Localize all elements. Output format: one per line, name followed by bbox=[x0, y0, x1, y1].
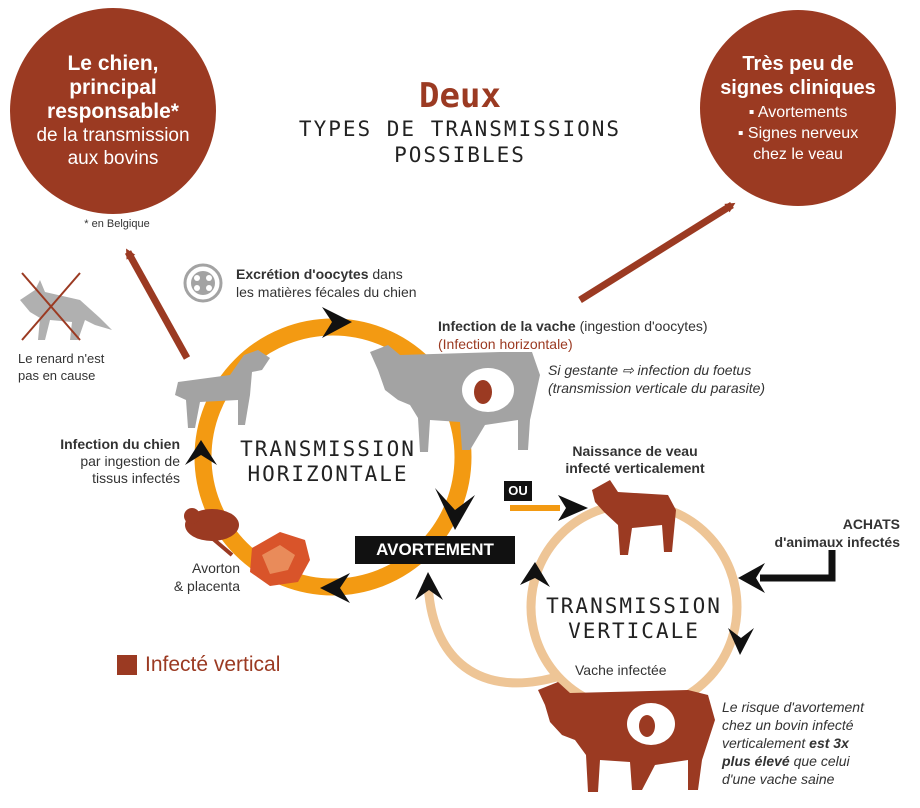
cow-infection-rest: (ingestion d'oocytes) bbox=[575, 318, 708, 334]
bubble-right-title1: Très peu de bbox=[742, 52, 854, 75]
risk-line3: verticalement est 3x bbox=[722, 734, 912, 752]
excretion-rest: dans bbox=[368, 266, 403, 282]
clinical-signs-bubble: Très peu de signes cliniques ▪ Avortemen… bbox=[700, 10, 896, 206]
placenta-icon bbox=[250, 532, 310, 586]
risk-line4a: plus élevé bbox=[722, 753, 790, 769]
fox-cross-2 bbox=[21, 272, 81, 341]
bubble-left-line4: de la transmission bbox=[36, 125, 190, 146]
vcycle-arrow-right bbox=[728, 628, 754, 655]
vcycle-arrow-avort bbox=[415, 572, 443, 600]
excretion-line2: les matières fécales du chien bbox=[236, 284, 417, 300]
risk-note: Le risque d'avortement chez un bovin inf… bbox=[722, 698, 912, 788]
cycle-arrow-right bbox=[435, 488, 475, 530]
achats-arrow-head bbox=[738, 563, 765, 593]
dog-infection-line3: tissus infectés bbox=[92, 470, 180, 486]
arrow-to-signs-bubble bbox=[578, 202, 736, 303]
vcycle-arrow-top bbox=[520, 562, 550, 587]
fox-note-2: pas en cause bbox=[18, 368, 96, 383]
avorton-line2: & placenta bbox=[173, 578, 240, 594]
belgique-note: * en Belgique bbox=[84, 218, 150, 230]
bubble-right-item2-text: Signes nerveux bbox=[747, 124, 859, 142]
risk-line1: Le risque d'avortement bbox=[722, 699, 864, 715]
fox-icon bbox=[20, 280, 112, 340]
cycle-arrow-top bbox=[322, 307, 352, 338]
calf-line2: infecté verticalement bbox=[565, 460, 705, 476]
legend-label: Infecté vertical bbox=[145, 653, 281, 676]
cow-infection-bold: Infection de la vache bbox=[438, 318, 576, 334]
calf-icon bbox=[592, 480, 676, 555]
ou-box: OU bbox=[504, 481, 532, 501]
cycle-arrow-left bbox=[185, 440, 217, 465]
oocyte-icon bbox=[183, 263, 223, 303]
gray-cow-icon bbox=[370, 345, 540, 452]
dog-icon bbox=[175, 350, 270, 428]
risk-line3b: est 3x bbox=[809, 735, 849, 751]
bubble-right-item1-text: Avortements bbox=[757, 103, 848, 121]
achats-line1: ACHATS bbox=[842, 516, 900, 532]
center-h-line1: TRANSMISSION bbox=[240, 437, 416, 461]
avortement-box: AVORTEMENT bbox=[355, 536, 515, 564]
dog-infection-line2: par ingestion de bbox=[80, 453, 180, 469]
title-deux: Deux bbox=[419, 76, 501, 116]
dog-responsible-bubble: Le chien, principal responsable* de la t… bbox=[10, 8, 216, 214]
cycle-arrow-bottom bbox=[320, 573, 350, 603]
bubble-left-line5: aux bovins bbox=[67, 148, 159, 169]
rust-cow-icon bbox=[538, 682, 715, 792]
risk-line4b: que celui bbox=[789, 753, 850, 769]
center-h-line2: HORIZONTALE bbox=[247, 462, 409, 486]
calf-line1: Naissance de veau bbox=[572, 443, 698, 459]
dog-infection-bold: Infection du chien bbox=[60, 436, 180, 452]
bubble-right-title2: signes cliniques bbox=[720, 76, 876, 99]
bubble-right-item2b: chez le veau bbox=[753, 145, 843, 163]
risk-line3a: verticalement bbox=[722, 735, 810, 751]
fox-note-1: Le renard n'est bbox=[18, 351, 105, 366]
legend-swatch bbox=[117, 655, 137, 675]
vache-infectee-label: Vache infectée bbox=[575, 662, 667, 678]
bubble-right-item1: ▪ Avortements bbox=[748, 103, 848, 121]
vertical-to-avortement-arc bbox=[423, 579, 562, 688]
bubble-left-line1: Le chien, bbox=[67, 52, 159, 75]
title-line2: TYPES DE TRANSMISSIONS bbox=[298, 117, 622, 141]
excretion-label: Excrétion d'oocytes dans bbox=[236, 266, 403, 283]
gestante-line1: Si gestante ⇨ infection du foetus bbox=[548, 362, 752, 378]
bubble-left-line2: principal bbox=[69, 76, 157, 99]
arrow-to-dog-bubble bbox=[124, 248, 191, 360]
risk-line5: d'une vache saine bbox=[722, 771, 835, 787]
excretion-bold: Excrétion d'oocytes bbox=[236, 266, 369, 282]
title-line3: POSSIBLES bbox=[394, 143, 526, 167]
cow-infection-label: Infection de la vache (ingestion d'oocyt… bbox=[438, 318, 708, 335]
bubble-right-item2: ▪ Signes nerveux bbox=[737, 124, 859, 142]
cow-infection-line2: (Infection horizontale) bbox=[438, 336, 573, 352]
avorton-line1: Avorton bbox=[192, 560, 240, 576]
center-v-line2: VERTICALE bbox=[568, 619, 700, 643]
risk-line4: plus élevé que celui bbox=[722, 752, 912, 770]
risk-line2: chez un bovin infecté bbox=[722, 717, 854, 733]
gestante-line2: (transmission verticale du parasite) bbox=[548, 380, 766, 396]
achats-line2: d'animaux infectés bbox=[774, 534, 900, 550]
dog-infection-label: Infection du chien par ingestion de tiss… bbox=[20, 436, 180, 487]
center-v-line1: TRANSMISSION bbox=[546, 594, 722, 618]
ou-arrow-head bbox=[558, 495, 588, 521]
fetus-icon bbox=[184, 508, 239, 557]
bubble-left-line3: responsable* bbox=[47, 100, 179, 123]
achats-arrow bbox=[760, 550, 836, 582]
